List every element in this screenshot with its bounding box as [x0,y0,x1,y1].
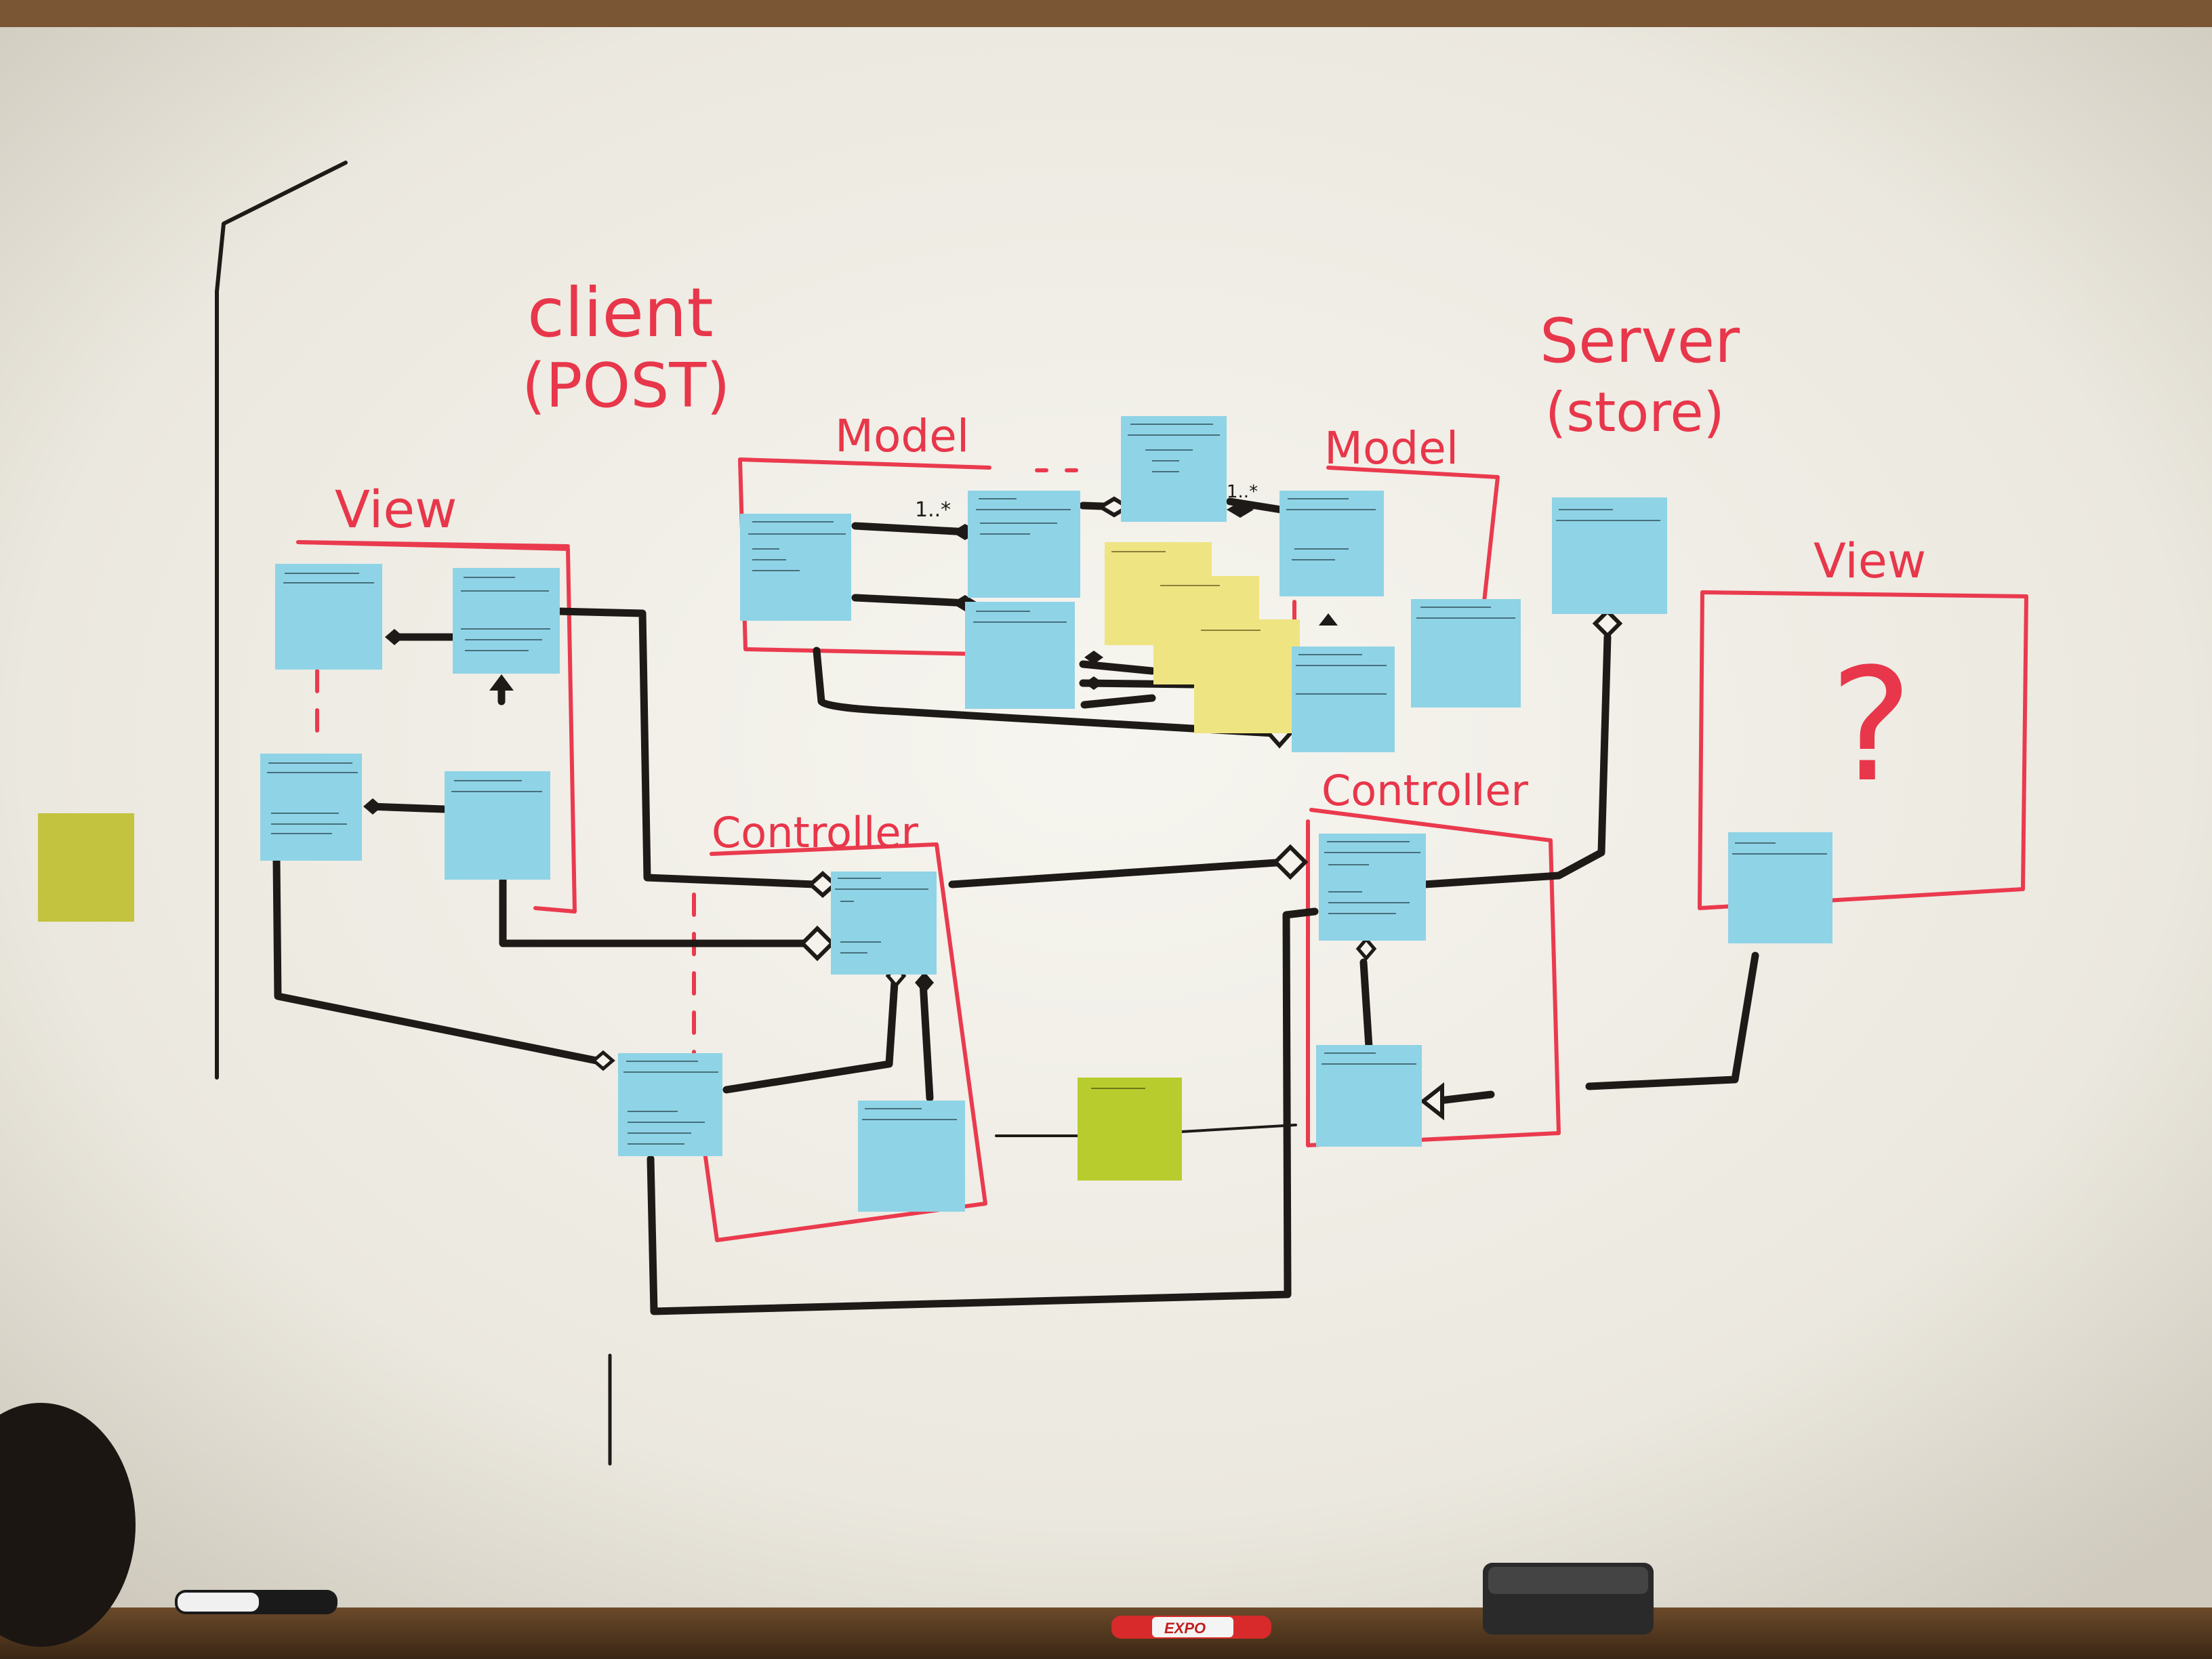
sticky-note-blue [1319,834,1426,941]
multiplicity-label: 1..* [1227,482,1258,502]
sticky-note-green [1078,1078,1182,1181]
right-view-box [1698,590,2028,910]
client-subheading: (POST) [522,350,730,422]
marker-icon[interactable]: EXPO [1111,1616,1271,1639]
diamond-marker [1227,501,1254,518]
diamond-marker [385,629,404,645]
diamond-marker [591,1050,615,1071]
sticky-note-blue [1279,491,1384,596]
sticky-note-blue [260,754,362,861]
diamond-marker [915,972,934,994]
left-view-heading: View [335,479,457,539]
sticky-note-blue [275,564,382,670]
sticky-note-blue [968,491,1080,598]
marker-icon[interactable] [175,1590,337,1614]
sticky-note-blue [1411,599,1521,708]
sticky-note-blue [740,514,851,621]
eraser-icon[interactable] [1483,1563,1654,1635]
client-outline [215,161,348,1080]
marker-tray [0,1607,2212,1659]
whiteboard-surface [0,27,2212,1613]
sticky-note-blue [831,872,937,975]
right-controller-heading: Controller [1322,766,1528,815]
right-model-heading: Model [1324,422,1458,474]
sticky-note-blue [858,1101,965,1212]
marker-brand-label: EXPO [1164,1620,1206,1637]
right-view-heading: View [1814,533,1926,589]
sticky-note-blue [965,602,1075,709]
sticky-note-blue [618,1053,722,1156]
sticky-note-blue [1121,416,1227,522]
client-heading: client [527,273,714,352]
sticky-note-blue [453,568,560,674]
left-view-box-top [296,540,570,548]
person-shadow [0,1403,136,1647]
sticky-note-blue [1316,1045,1422,1147]
board-frame-top [0,0,2212,27]
multiplicity-label: 1..* [915,498,951,522]
sticky-note-blue [1728,832,1832,943]
server-heading: Server [1540,306,1740,377]
arrow-marker [1420,1082,1444,1121]
sticky-note-blue [1292,647,1395,752]
diamond-marker [1272,844,1309,880]
left-controller-box [703,842,987,1242]
sticky-note-blue [1552,497,1667,614]
arrow-marker [1319,613,1338,626]
diamond-marker [1084,651,1103,664]
relationship-markers [363,496,1623,1121]
diamond-marker [1084,676,1103,690]
diamond-marker [1355,937,1377,961]
sticky-notes [38,416,1832,1212]
diamond-marker [363,798,382,815]
right-controller-box [1306,808,1561,1147]
sticky-note-green [38,813,134,922]
left-controller-heading: Controller [712,808,918,857]
sticky-note-yellow [1194,619,1300,733]
arrow-marker [489,674,514,691]
diamond-marker [799,925,836,962]
server-subheading: (store) [1545,381,1725,444]
left-model-heading: Model [835,410,969,462]
sticky-note-blue [445,771,550,880]
diamond-marker [1592,608,1623,639]
question-mark: ? [1830,636,1912,817]
